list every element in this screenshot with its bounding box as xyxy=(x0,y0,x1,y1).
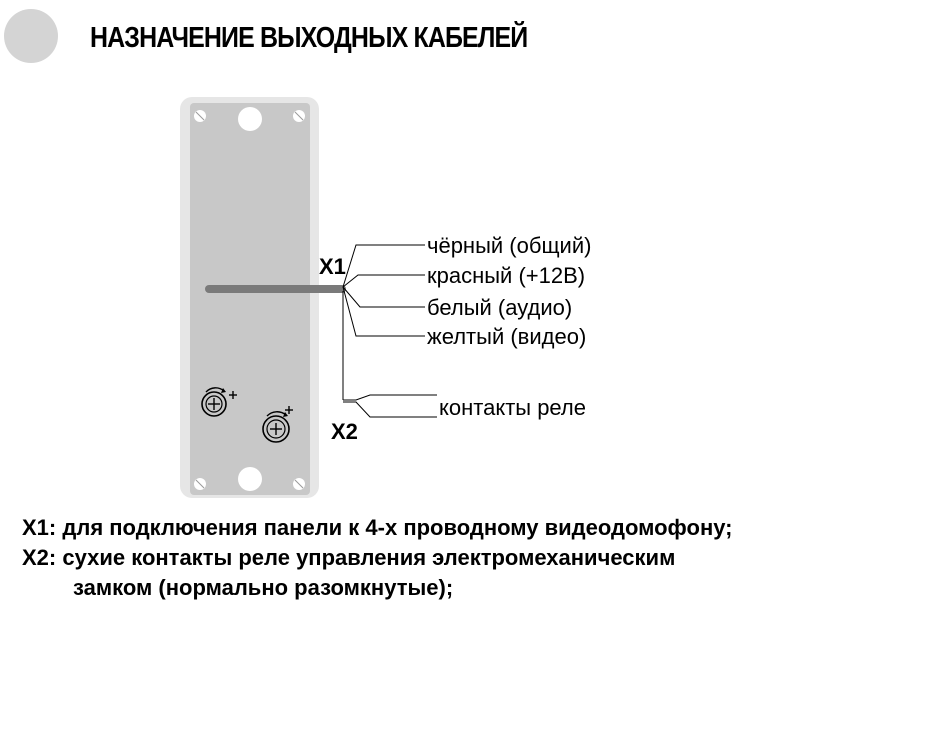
x2-wires xyxy=(342,291,437,418)
screw-top-left xyxy=(194,110,206,122)
x1-description-prefix: X1: xyxy=(22,515,57,540)
wire-label-relay: контакты реле xyxy=(439,395,586,420)
screw-bottom-left xyxy=(194,478,206,490)
wire-label-red: красный (+12В) xyxy=(427,263,585,288)
section-bullet xyxy=(4,9,58,63)
mounting-hole-bottom xyxy=(238,467,262,491)
adjust-knob-1-icon xyxy=(201,387,237,417)
adjust-knob-2-icon xyxy=(262,406,293,443)
wire-black xyxy=(342,244,425,288)
panel-face xyxy=(190,103,310,495)
wire-relay-1 xyxy=(343,394,437,401)
screw-top-right xyxy=(293,110,305,122)
connector-description: X1: для подключения панели к 4-х проводн… xyxy=(22,513,733,603)
x1-label: X1 xyxy=(319,254,346,279)
x2-description-text-1: сухие контакты реле управления электроме… xyxy=(62,545,676,570)
wire-label-yellow: желтый (видео) xyxy=(427,324,586,349)
x2-description-prefix: X2: xyxy=(22,545,57,570)
call-panel xyxy=(180,97,319,498)
wire-white xyxy=(342,286,425,308)
x2-description: X2: сухие контакты реле управления элект… xyxy=(22,543,733,573)
page-title: НАЗНАЧЕНИЕ ВЫХОДНЫХ КАБЕЛЕЙ xyxy=(90,22,528,54)
wire-label-black: чёрный (общий) xyxy=(427,233,591,258)
x1-wires xyxy=(342,244,425,337)
x1-description: X1: для подключения панели к 4-х проводн… xyxy=(22,513,733,543)
wire-relay-2 xyxy=(343,401,437,418)
mounting-hole-top xyxy=(238,107,262,131)
x2-label: X2 xyxy=(331,419,358,444)
wire-label-white: белый (аудио) xyxy=(427,295,572,320)
wire-yellow xyxy=(342,286,425,337)
x1-description-text: для подключения панели к 4-х проводному … xyxy=(62,515,733,540)
x2-description-text-2: замком (нормально разомкнутые); xyxy=(73,575,454,600)
wire-red xyxy=(342,274,425,288)
screw-bottom-right xyxy=(293,478,305,490)
x2-description-continuation: замком (нормально разомкнутые); xyxy=(22,573,733,603)
